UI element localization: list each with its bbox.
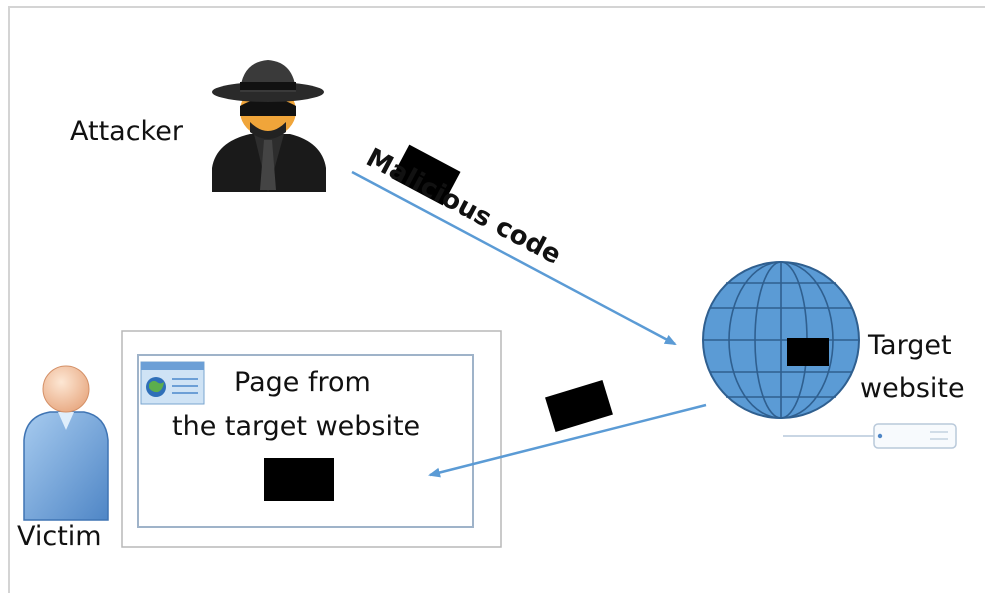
response-arrow — [428, 403, 707, 478]
user-victim-icon — [23, 365, 109, 521]
server-icon — [783, 423, 957, 449]
globe-icon — [702, 261, 860, 419]
diagram-frame — [8, 6, 985, 593]
attacker-label: Attacker — [70, 116, 183, 147]
spy-attacker-icon — [212, 60, 326, 192]
page-label-line1: Page from — [234, 367, 371, 398]
target-website-label-line1: Target — [868, 330, 952, 361]
target-website-label-line2: website — [860, 373, 965, 404]
page-label-line2: the target website — [172, 411, 421, 442]
malicious-code-block-3 — [264, 458, 334, 501]
malicious-code-block-2 — [545, 380, 613, 432]
victim-label: Victim — [17, 521, 102, 552]
malicious-code-block-1 — [391, 144, 461, 206]
attack-arrow — [351, 170, 677, 346]
browser-window-icon — [140, 361, 205, 405]
